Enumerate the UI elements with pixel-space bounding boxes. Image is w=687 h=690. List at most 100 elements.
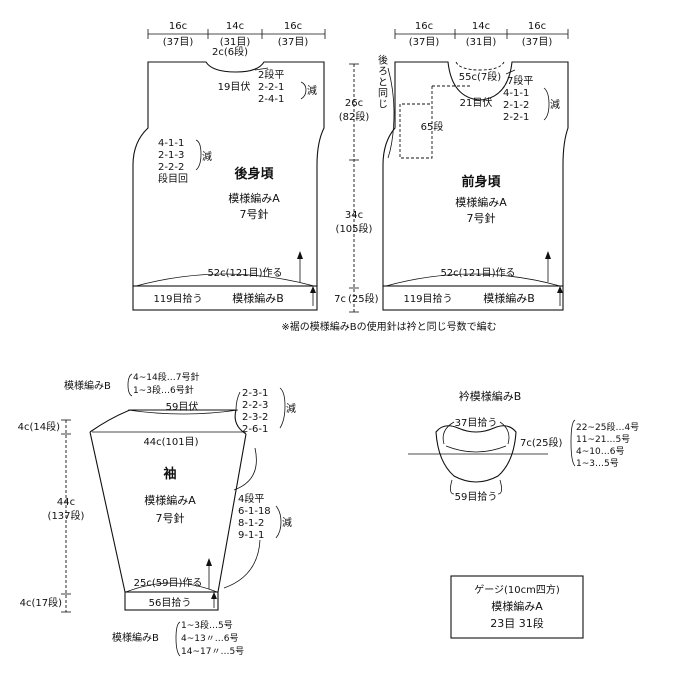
body-hem-rows: (25段) [348, 292, 379, 305]
back-neck-decrease-label: 減 [307, 84, 317, 97]
back-hem-band [132, 285, 318, 311]
front-same-as-back: 後ろと同じ [376, 53, 388, 109]
gauge-values: 23目 31段 [490, 616, 544, 630]
front-body-title: 前身頃 [461, 174, 501, 190]
back-body-title: 後身頃 [234, 166, 274, 182]
sleeve-body-rows: (137段) [48, 509, 85, 522]
back-body-outline [132, 61, 325, 287]
gauge-box-border [450, 575, 584, 639]
front-hem-pick-up: 119目拾う [403, 292, 452, 305]
sleeve-cap-height: 4c(14段) [18, 420, 60, 433]
sleeve-side-decrease-2: 6-1-18 [238, 506, 271, 517]
front-top-width-center-stitches: (31目) [466, 37, 497, 48]
sleeve-cuff-band [124, 591, 219, 611]
back-top-width-left-stitches: (37目) [163, 37, 194, 48]
gauge-title: ゲージ(10cm四方) [474, 583, 560, 596]
sleeve-top-width: 44c(101目) [143, 437, 198, 448]
collar-height: 7c(25段) [520, 436, 562, 449]
front-top-width-left: 16c [415, 21, 433, 32]
front-hem-pattern: 模様編みB [483, 291, 535, 305]
front-body-piece: 16c (37目) 14c (31目) 16c (37目) 後ろと同じ 55c(… [376, 21, 569, 311]
back-top-width-right: 16c [284, 21, 302, 32]
back-cast-on-curve [135, 273, 315, 287]
back-body-pattern: 模様編みA [228, 191, 280, 205]
sleeve-pattern: 模様編みA [144, 493, 196, 507]
collar-needle-2: 11~21…5号 [576, 434, 630, 445]
front-back-neck-reference [455, 61, 505, 71]
front-top-width-right-stitches: (37目) [522, 37, 553, 48]
front-top-width-right: 16c [528, 21, 546, 32]
front-top-width-center: 14c [472, 21, 490, 32]
back-top-width-right-stitches: (37目) [278, 37, 309, 48]
body-lower-rows: (105段) [336, 222, 373, 235]
front-neck-decrease-1: 7段平 [507, 74, 533, 87]
back-cast-on: 52c(121目)作る [207, 267, 282, 279]
front-body-outline [382, 61, 569, 287]
front-neck-decrease-3: 2-1-2 [503, 100, 529, 111]
sleeve-title: 袖 [163, 466, 176, 482]
back-top-width-center-stitches: (31目) [220, 37, 251, 48]
sleeve-cast-on: 25c(59目)作る [134, 577, 203, 589]
sleeve-side-decrease-1: 4段平 [238, 492, 264, 505]
sleeve-cap-decrease-3: 2-3-2 [242, 412, 268, 423]
sleeve-cap-outline [89, 409, 247, 435]
body-upper-height: 26c [345, 98, 363, 109]
back-armhole-decrease-2: 2-1-3 [158, 150, 184, 161]
sleeve-side-decrease-4: 9-1-1 [238, 530, 264, 541]
back-armhole-decrease-4: 段目回 [158, 172, 188, 185]
collar-top-pick-up: 37目拾う [455, 416, 498, 429]
sleeve-cuff-pick-up: 56目拾う [149, 596, 192, 609]
collar-bottom-pick-up: 59目拾う [455, 490, 498, 503]
back-armhole-decrease-3: 2-2-2 [158, 162, 184, 173]
sleeve-cap-needle-2: 1~3段…6号針 [133, 384, 194, 396]
hem-needle-note: ※裾の模様編みBの使用針は衿と同じ号数で編む [281, 320, 496, 333]
back-body-piece: 16c (37目) 14c (31目) 16c (37目) 2c(6段) 19目… [132, 21, 326, 311]
front-hem-band [382, 285, 564, 311]
sleeve-cap-needle-1: 4~14段…7号針 [133, 371, 199, 383]
sleeve-side-decrease-label: 減 [282, 516, 292, 529]
body-hem-height: 7c [334, 294, 346, 305]
collar-needle-3: 4~10…6号 [576, 446, 624, 457]
sleeve-cap-bind-off: 59目伏 [166, 400, 199, 413]
sleeve-cap-pattern: 模様編みB [64, 379, 111, 392]
front-neck-decrease-label: 減 [550, 98, 560, 111]
sleeve-needle: 7号針 [156, 511, 185, 525]
front-neck-bind-top: 55c(7段) [459, 70, 501, 83]
front-body-pattern: 模様編みA [455, 195, 507, 209]
collar-outline [435, 425, 517, 483]
sleeve-cap-decrease-4: 2-6-1 [242, 424, 268, 435]
sleeve-cuff-pattern: 模様編みB [112, 631, 159, 644]
body-upper-rows: (82段) [339, 110, 370, 123]
back-neck-depth: 2c(6段) [212, 45, 248, 58]
sleeve-piece: 模様編みB 4~14段…7号針 1~3段…6号針 59目伏 44c(101目) … [18, 371, 296, 657]
sleeve-cuff-needle-3: 14~17〃…5号 [181, 646, 244, 657]
collar-needle-1: 22~25段…4号 [576, 421, 639, 433]
sleeve-body-height: 44c [57, 497, 75, 508]
back-hem-pick-up: 119目拾う [153, 292, 202, 305]
back-neck-decrease-3: 2-4-1 [258, 94, 284, 105]
front-top-width-left-stitches: (37目) [409, 37, 440, 48]
gauge-pattern: 模様編みA [491, 599, 543, 613]
sleeve-cuff-needle-2: 4~13〃…6号 [181, 633, 238, 644]
front-same-as-back-text: 後ろと同じ [376, 53, 388, 109]
front-neck-decrease-2: 4-1-1 [503, 88, 529, 99]
sleeve-cuff-height: 4c(17段) [20, 596, 62, 609]
sleeve-cap-decrease-2: 2-2-3 [242, 400, 268, 411]
back-armhole-decrease-label: 減 [202, 150, 212, 163]
back-neck-decrease-2: 2-2-1 [258, 82, 284, 93]
front-neck-decrease-4: 2-2-1 [503, 112, 529, 123]
back-armhole-decrease-1: 4-1-1 [158, 138, 184, 149]
back-neck-bind-off: 19目伏 [218, 80, 251, 93]
front-body-needle: 7号針 [467, 211, 496, 225]
sleeve-cast-on-curve [125, 582, 218, 593]
front-rows-65: 65段 [421, 120, 444, 133]
front-cast-on-curve [385, 273, 561, 287]
sleeve-side-decrease-3: 8-1-2 [238, 518, 264, 529]
collar-title: 衿模様編みB [459, 389, 522, 403]
back-body-needle: 7号針 [240, 207, 269, 221]
collar-needle-4: 1~3…5号 [576, 458, 619, 469]
front-cast-on: 52c(121目)作る [440, 267, 515, 279]
back-top-width-left: 16c [169, 21, 187, 32]
body-height-dimensions: 26c (82段) 34c (105段) 7c (25段) [334, 63, 379, 313]
